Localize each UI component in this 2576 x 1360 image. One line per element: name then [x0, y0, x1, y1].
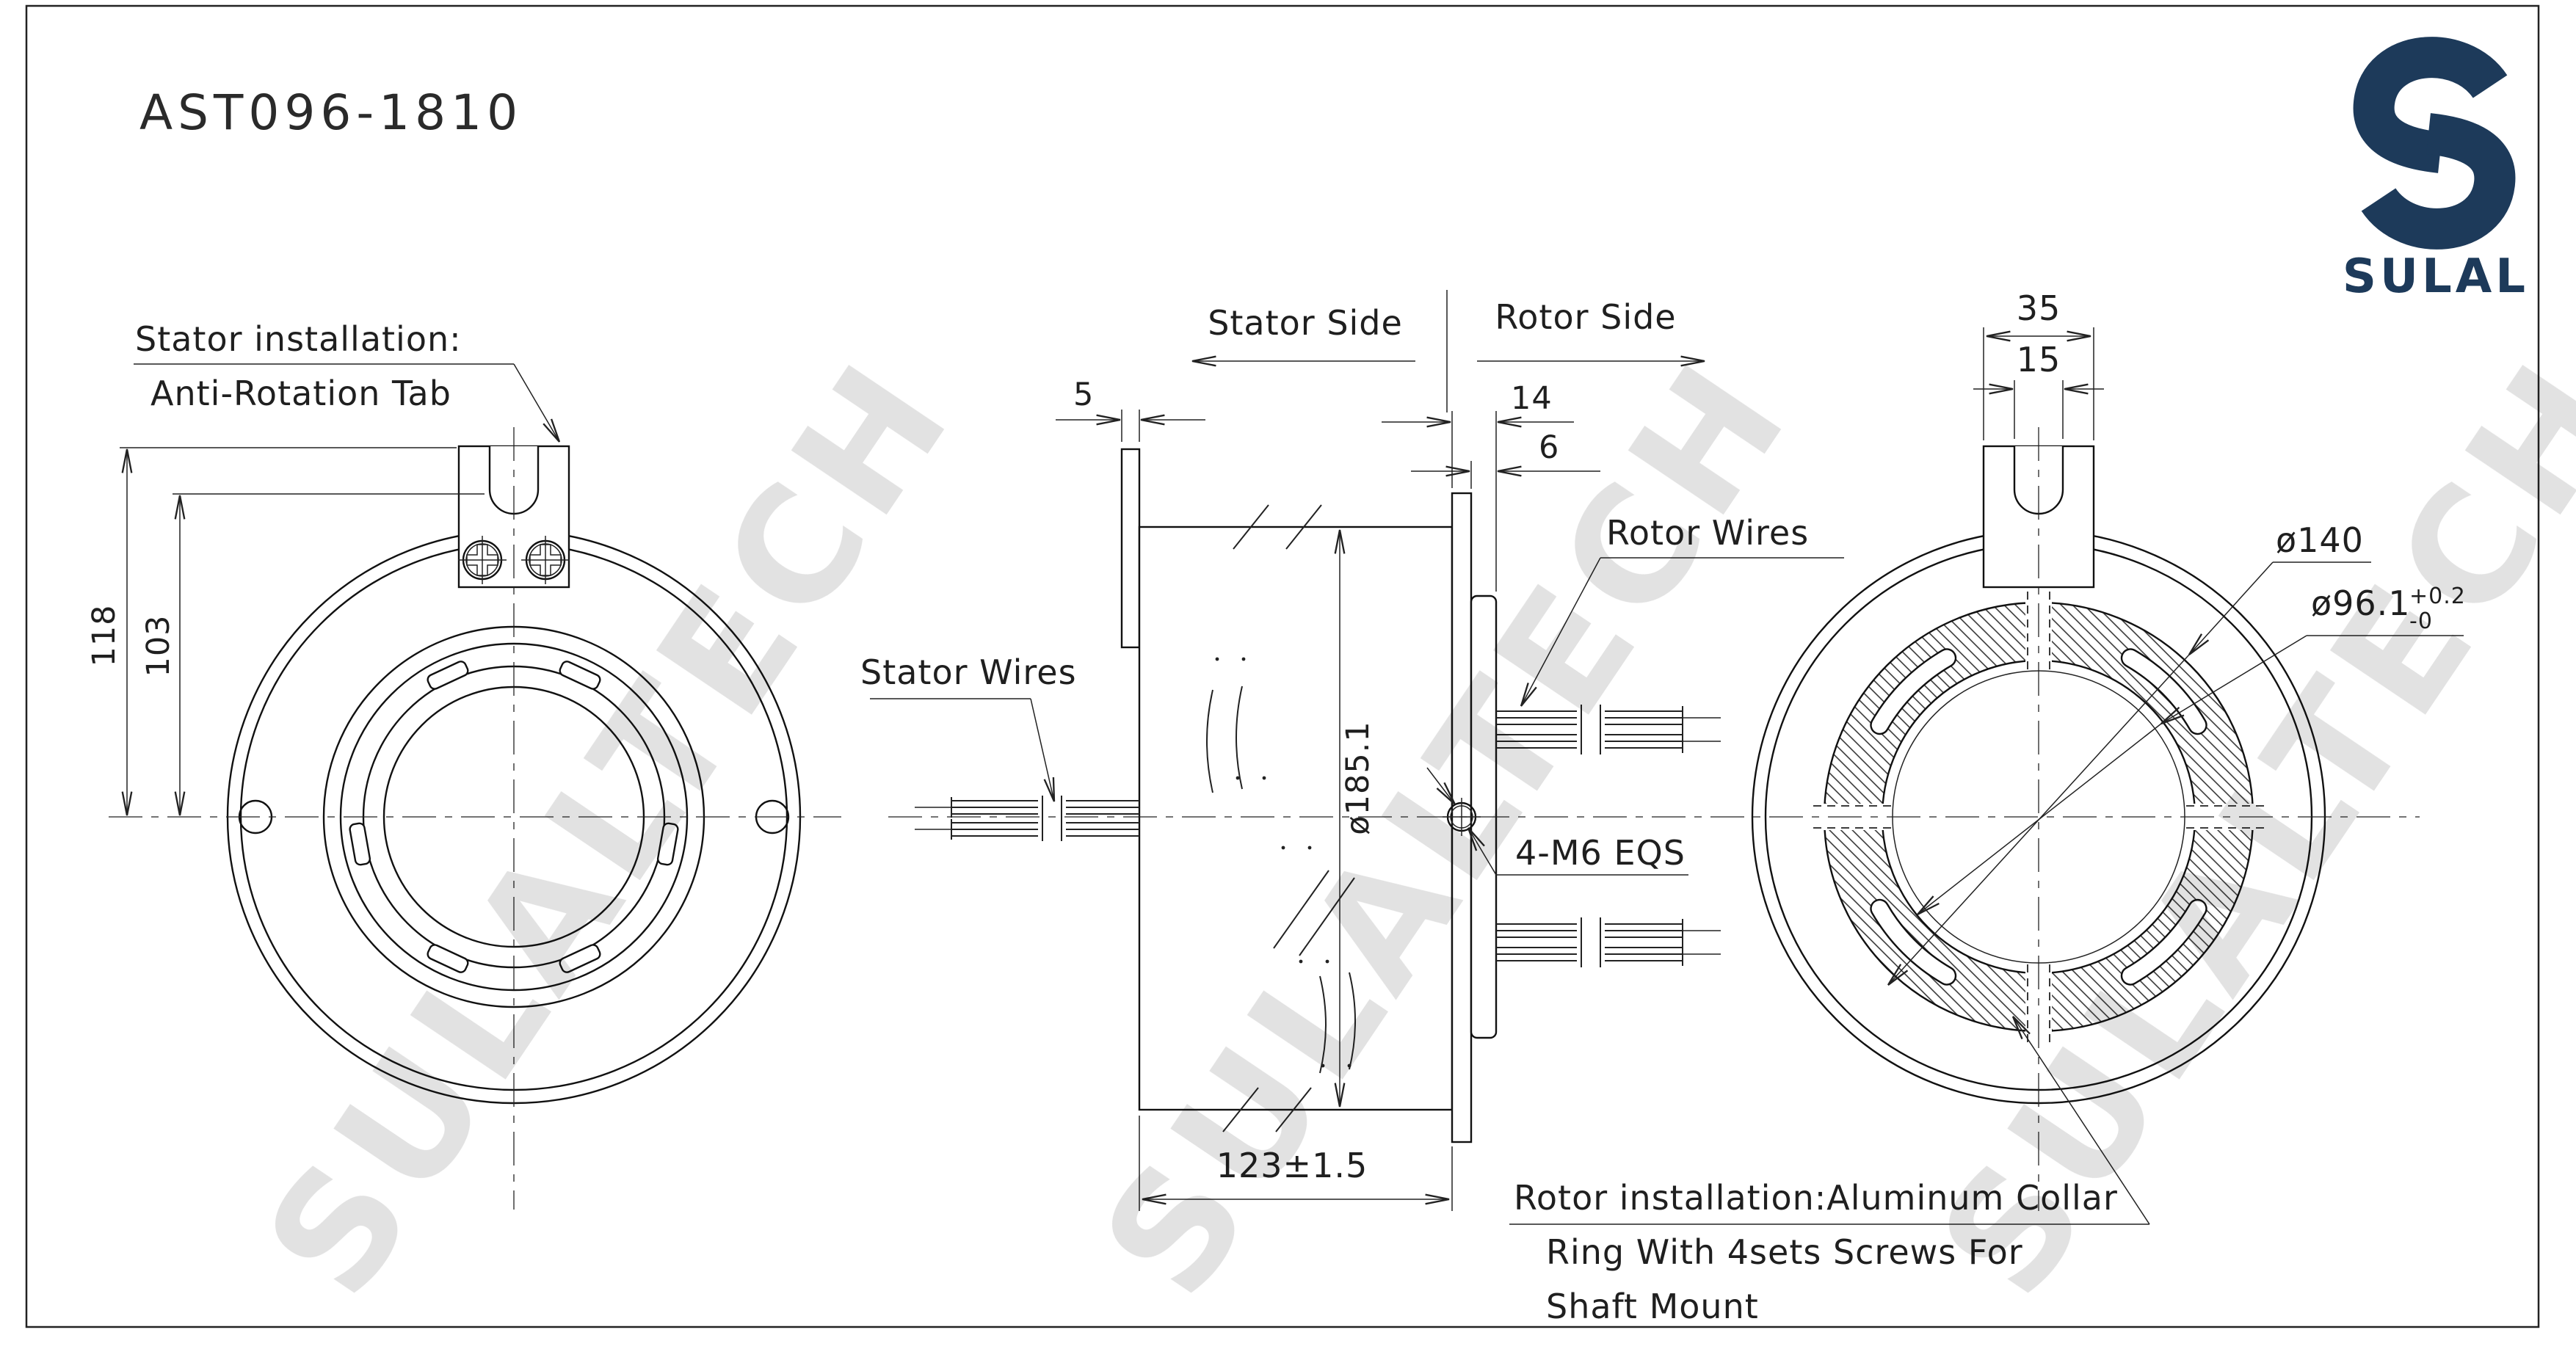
stator-wires-label: Stator Wires [860, 652, 1077, 802]
dim-14-text: 14 [1511, 380, 1553, 417]
rotor-side-label: Rotor Side [1495, 297, 1676, 337]
stator-wires [914, 795, 1140, 842]
watermark-layer: SULALTECH SULALTECH SULALTECH [231, 328, 2576, 1328]
screw-note-text: 4-M6 EQS [1515, 833, 1686, 873]
bore-tolerance-minus: -0 [2409, 608, 2433, 634]
rotor-disc [1451, 492, 1473, 1143]
rotor-wires-text: Rotor Wires [1606, 513, 1809, 553]
sulal-logo-icon: SULAL [2343, 37, 2529, 304]
dim-5-text: 5 [1073, 377, 1094, 413]
bore-tolerance-plus: +0.2 [2409, 583, 2466, 609]
section-view: Stator Side Rotor Side [860, 290, 1844, 1211]
dim-6-text: 6 [1539, 429, 1559, 466]
section-body [1138, 526, 1454, 1111]
dim-bore-dia-text: ø96.1 [2311, 583, 2411, 623]
rear-view: 35 15 ø140 ø96.1 +0.2 -0 Rotor i [1509, 288, 2466, 1326]
stator-installation-line1: Stator installation: [135, 319, 462, 359]
break-marks [1206, 504, 1356, 1132]
rotor-installation-note: Rotor installation:Aluminum Collar Ring … [1509, 1016, 2150, 1326]
front-view: 118 103 Stator installation: Anti-Rotati… [86, 319, 841, 1210]
dimension-collar-diameter: ø140 [1887, 520, 2371, 986]
dimension-118: 118 [86, 447, 457, 816]
rotor-wires-label: Rotor Wires [1520, 513, 1844, 707]
dim-118-text: 118 [86, 604, 123, 666]
dim-length-text: 123±1.5 [1216, 1146, 1368, 1185]
rotor-note-line1: Rotor installation:Aluminum Collar [1514, 1178, 2118, 1218]
dimension-103: 103 [140, 493, 485, 816]
stator-wires-text: Stator Wires [860, 652, 1077, 692]
section-tab [1120, 448, 1141, 649]
dimension-body-diameter: ø185.1 [1334, 529, 1376, 1108]
dimension-15: 15 [1973, 340, 2104, 439]
sheet-border [25, 4, 2540, 1328]
dim-body-dia-text: ø185.1 [1340, 721, 1376, 834]
dimension-6: 6 [1411, 429, 1600, 489]
dim-35-text: 35 [2017, 288, 2061, 328]
rotor-note-line3: Shaft Mount [1546, 1287, 1759, 1326]
dim-103-text: 103 [140, 614, 177, 677]
brand-wordmark: SULAL [2343, 250, 2529, 304]
anti-rotation-notches [349, 661, 679, 973]
dim-collar-dia-text: ø140 [2276, 520, 2364, 560]
dim-15-text: 15 [2017, 340, 2061, 379]
rotor-note-line2: Ring With 4sets Screws For [1546, 1232, 2023, 1272]
m6-screw-icon [1426, 767, 1481, 836]
dimension-5: 5 [1056, 377, 1205, 442]
drawing-title: AST096-1810 [139, 84, 523, 141]
stator-side-label: Stator Side [1208, 303, 1403, 343]
dimension-35: 35 [1983, 288, 2094, 440]
dimension-length: 123±1.5 [1139, 1116, 1453, 1211]
watermark-text: SULALTECH [231, 328, 988, 1328]
stator-installation-line2: Anti-Rotation Tab [150, 374, 451, 413]
dimension-bore-diameter: ø96.1 +0.2 -0 [1917, 583, 2466, 916]
stator-installation-label: Stator installation: Anti-Rotation Tab [134, 319, 561, 443]
m6-screw-label: 4-M6 EQS [1467, 827, 1688, 876]
